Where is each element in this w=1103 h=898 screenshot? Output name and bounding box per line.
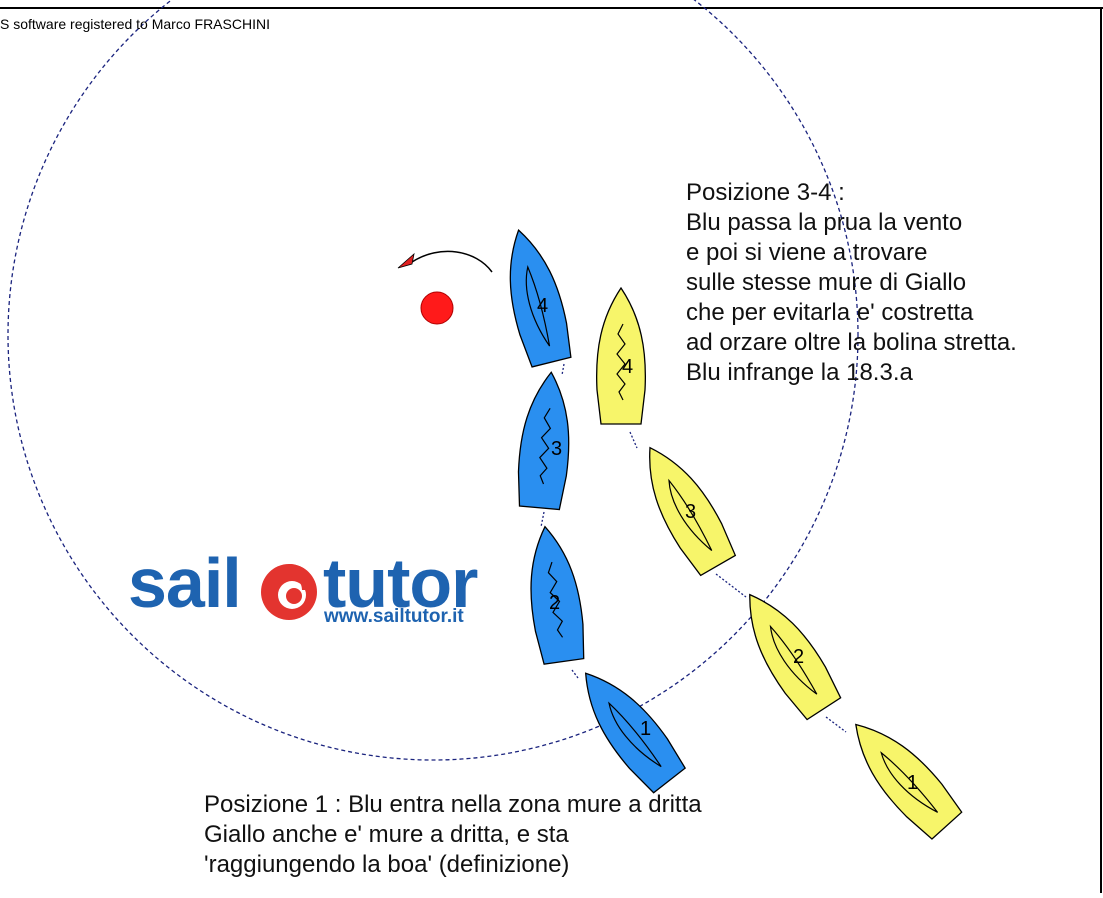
rounding-arrow-icon — [397, 250, 493, 273]
note-line: Blu infrange la 18.3.a — [686, 359, 913, 386]
blue-track — [540, 363, 579, 679]
note-bottom: Posizione 1 : Blu entra nella zona mure … — [204, 790, 702, 880]
blue-boat-label: 3 — [551, 438, 562, 460]
zone-circle — [7, 0, 859, 761]
blue-boat-label: 1 — [640, 718, 651, 740]
blue-boat-label: 2 — [549, 592, 560, 614]
yellow-boat-label: 2 — [793, 646, 804, 668]
note-line: Giallo anche e' mure a dritta, e sta — [204, 821, 569, 848]
logo-word-tutor: tutor — [323, 544, 478, 622]
yellow-boat-4: 4 — [596, 286, 646, 425]
note-line: Posizione 1 : Blu entra nella zona mure … — [204, 791, 702, 818]
yellow-boat-2: 2 — [749, 593, 842, 721]
blue-boat-label: 4 — [537, 295, 548, 317]
logo-url: www.sailtutor.it — [324, 606, 464, 627]
logo-swirl-icon — [261, 564, 317, 620]
mark-buoy-icon — [420, 291, 454, 325]
note-line: Posizione 3-4 : — [686, 179, 845, 206]
boats-layer: 1 2 3 4 1 2 3 4 — [509, 229, 963, 840]
yellow-boat-label: 3 — [685, 501, 696, 523]
note-line: ad orzare oltre la bolina stretta. — [686, 329, 1017, 356]
yellow-track — [629, 431, 847, 733]
registration-text: S software registered to Marco FRASCHINI — [0, 16, 270, 32]
yellow-boat-3: 3 — [649, 446, 737, 577]
yellow-boat-1: 1 — [855, 723, 963, 840]
note-top-right: Posizione 3-4 : Blu passa la prua la ven… — [686, 178, 1017, 388]
yellow-boat-label: 4 — [622, 356, 633, 378]
note-line: e poi si viene a trovare — [686, 239, 928, 266]
blue-boat-1: 1 — [584, 672, 687, 794]
logo-word-sail: sail — [128, 544, 242, 622]
note-line: Blu passa la prua la vento — [686, 209, 963, 236]
blue-boat-2: 2 — [530, 525, 585, 665]
sailtutor-logo: sail tutor www.sailtutor.it — [128, 548, 498, 638]
blue-boat-3: 3 — [517, 371, 570, 511]
note-line: che per evitarla e' costretta — [686, 299, 974, 326]
yellow-boat-label: 1 — [907, 772, 918, 794]
note-line: 'raggiungendo la boa' (definizione) — [204, 851, 570, 878]
note-line: sulle stesse mure di Giallo — [686, 269, 967, 296]
blue-boat-4: 4 — [509, 229, 572, 368]
